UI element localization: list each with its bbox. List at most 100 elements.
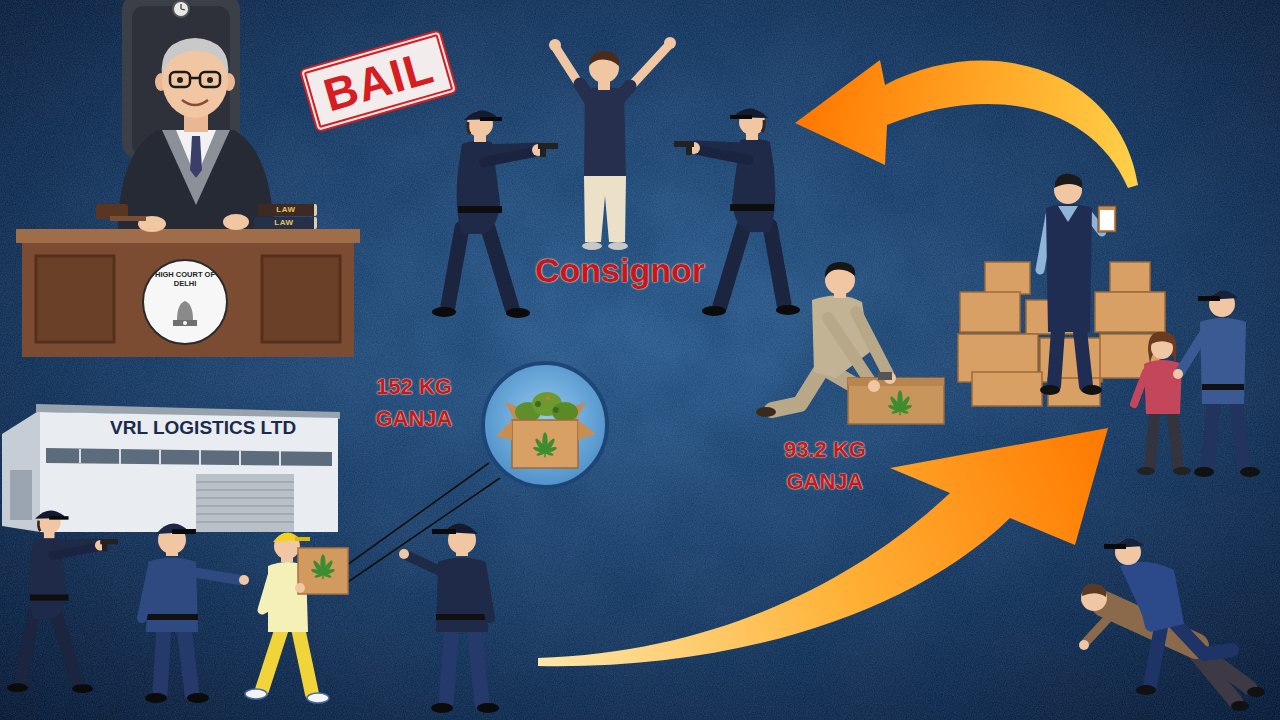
- arrest-figures: [1198, 296, 1220, 301]
- arrest-figures: [1236, 400, 1244, 468]
- consignor-figure: [582, 242, 602, 250]
- tackle-figures: [1086, 614, 1112, 642]
- tackle-figures: [1170, 584, 1178, 620]
- consignor-figure: [584, 176, 626, 242]
- police-figure: [432, 529, 456, 534]
- consignor-figure: [589, 51, 619, 66]
- packer-figure: [868, 380, 880, 392]
- warehouse-building: [80, 449, 280, 466]
- warehouse-building: [196, 482, 294, 522]
- tackle-figures: [1082, 584, 1106, 597]
- court-emblem: HIGH COURT OF DELHI: [141, 258, 229, 346]
- judge-figure: [181, 4, 185, 10]
- warehouse-worker-figure: [1080, 330, 1086, 386]
- court-desk: [16, 229, 360, 243]
- book-title: LAW: [254, 217, 314, 229]
- police-figure: [192, 572, 240, 580]
- packer-figure: [825, 262, 855, 278]
- tackle-figures: [1140, 585, 1150, 626]
- arrest-figures: [1144, 360, 1182, 414]
- tackle-figures: [1079, 640, 1089, 650]
- emblem-seal: [173, 320, 197, 326]
- tackle-figures: [1196, 654, 1236, 702]
- tackle-figures: [1079, 538, 1265, 711]
- ganja-box-icon: [546, 396, 550, 400]
- packer-figure: [756, 407, 776, 417]
- tackle-figures: [1172, 620, 1232, 654]
- police-figure: [431, 703, 453, 713]
- court-desk: [22, 243, 354, 357]
- warehouse-sign-panel: VRL LOGISTICS LTD: [0, 392, 342, 534]
- warehouse-sign: VRL LOGISTICS LTD: [110, 417, 296, 439]
- law-book: LAW: [258, 204, 317, 216]
- tackle-figures: [1150, 622, 1162, 686]
- police-figure: [436, 614, 488, 620]
- seizure-callout: 152 KG GANJA: [362, 355, 612, 495]
- judge-figure: [176, 130, 216, 178]
- warehouse-building: [46, 448, 332, 466]
- judge-figure: [190, 136, 202, 178]
- police-figure: [142, 523, 249, 703]
- ganja-box-icon: [535, 401, 541, 407]
- emblem-seal: [183, 321, 187, 325]
- warehouse-worker-figure: [1046, 204, 1092, 332]
- packer-figure: [878, 372, 892, 380]
- role-label: Consignor: [520, 250, 720, 290]
- bail-stamp: BAIL: [299, 29, 459, 133]
- consignor-figure: [549, 37, 676, 250]
- ganja-box-icon: [512, 420, 578, 468]
- police-figure: [408, 556, 442, 572]
- flow-arrow: [795, 60, 1138, 188]
- delivery-figure: [245, 689, 267, 699]
- ganja-box-icon: [484, 364, 606, 486]
- police-figure: [446, 626, 452, 704]
- arrest-figures: [1134, 372, 1146, 404]
- police-figure: [184, 626, 192, 694]
- tackle-figures: [1231, 701, 1249, 711]
- court-desk: [16, 204, 360, 357]
- police-figure: [145, 693, 167, 703]
- court-desk: [36, 256, 114, 342]
- ganja-box-icon: [578, 420, 596, 440]
- judge-figure: [182, 100, 208, 105]
- ganja-box-icon: [553, 407, 559, 413]
- delivery-figure: [274, 533, 300, 559]
- police-figure: [160, 626, 164, 694]
- arrest-figures: [1151, 335, 1174, 345]
- arrest-figures: [1148, 332, 1176, 364]
- delivery-figure: [307, 693, 329, 703]
- packer-figure: [772, 372, 820, 410]
- warehouse-worker-figure: [1054, 174, 1082, 188]
- tackle-figures: [1120, 562, 1184, 632]
- tackle-figures: [1247, 687, 1265, 697]
- emblem-text: HIGH COURT OF DELHI: [154, 271, 216, 288]
- ganja-box-icon: [532, 432, 557, 457]
- tackle-figures: [1104, 544, 1126, 549]
- tackle-figures: [1136, 685, 1156, 695]
- judge-figure: [200, 72, 220, 87]
- parcel-boxes: [960, 292, 1020, 332]
- warehouse-worker-figure: [1058, 206, 1078, 222]
- callout-circle: [483, 363, 607, 487]
- quantity-label: 93.2 KG GANJA: [770, 434, 880, 498]
- warehouse-worker-figure: [1082, 385, 1102, 395]
- parcel-boxes: [972, 372, 1042, 406]
- warehouse-worker-figure: [1040, 385, 1060, 395]
- police-figure: [482, 570, 490, 618]
- arrest-figures: [1180, 334, 1204, 372]
- ganja-box-icon: [484, 364, 606, 486]
- police-figure: [399, 549, 409, 559]
- parcel-boxes: [985, 262, 1030, 294]
- warehouse-building: [10, 470, 32, 520]
- police-figure: [477, 703, 499, 713]
- warehouse-worker-figure: [1098, 206, 1116, 232]
- arrest-figures: [1194, 467, 1214, 477]
- arrest-figures: [1173, 369, 1183, 379]
- delivery-figure: [245, 532, 348, 703]
- police-figure: [187, 693, 209, 703]
- court-desk: [110, 216, 146, 221]
- consignor-figure: [608, 242, 628, 250]
- arrest-figures: [1172, 410, 1178, 468]
